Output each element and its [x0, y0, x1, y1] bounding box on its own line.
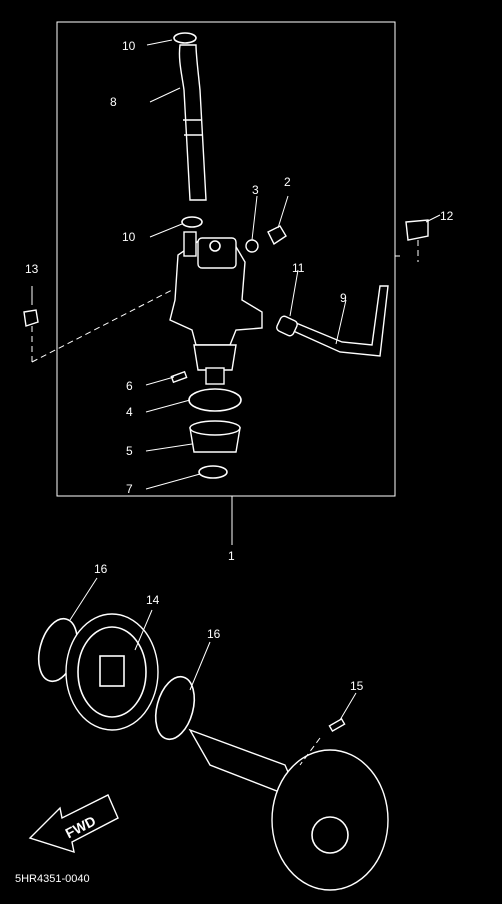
woodruff-key: [328, 717, 346, 733]
callout-10-lower: 10: [122, 230, 136, 244]
cap: [405, 219, 429, 241]
fwd-arrow-icon: [28, 794, 119, 854]
callout-6: 6: [126, 379, 133, 393]
fuel-cock-bowl: [193, 344, 237, 371]
callout-15: 15: [350, 679, 364, 693]
fuel-cock-outlet: [205, 367, 225, 385]
callout-1: 1: [228, 549, 235, 563]
hose-clip-lower: [181, 216, 203, 228]
o-ring: [188, 388, 242, 412]
bolt-leader-angled: [31, 289, 173, 363]
crank-web: [271, 749, 389, 891]
fuel-cock-inlet: [183, 231, 197, 257]
callout-4: 4: [126, 405, 133, 419]
callout-5: 5: [126, 444, 133, 458]
fuel-hose: [178, 44, 207, 201]
screw: [267, 225, 287, 246]
lower-leader-lines: [69, 577, 357, 721]
pump-gear-hub: [99, 655, 125, 687]
callout-14: 14: [146, 593, 160, 607]
pin: [170, 370, 188, 384]
callout-3: 3: [252, 183, 259, 197]
callout-12: 12: [440, 209, 454, 223]
key-leader: [299, 737, 321, 766]
drain-hose: [279, 285, 389, 357]
filter-cup-top: [189, 420, 241, 436]
callout-10-top: 10: [122, 39, 136, 53]
callout-11: 11: [292, 261, 305, 275]
callout-13: 13: [25, 262, 39, 276]
callout-2: 2: [284, 175, 291, 189]
hose-marks: [183, 119, 203, 136]
circlip: [198, 465, 228, 479]
pump-gear: [65, 613, 159, 731]
leader-lines: [31, 39, 441, 490]
callout-7: 7: [126, 482, 133, 496]
assembly-box: [56, 21, 396, 497]
circlip-right: [154, 675, 196, 741]
bolt: [23, 309, 39, 327]
callout-16-right: 16: [207, 627, 221, 641]
hose-clip-top: [173, 32, 197, 44]
fuel-cock-valve: [197, 237, 237, 269]
callout-9: 9: [340, 291, 347, 305]
washer: [245, 239, 259, 253]
crank-pin: [311, 816, 349, 854]
diagram-code: 5HR4351-0040: [15, 873, 90, 885]
callout-16-left: 16: [94, 562, 108, 576]
valve-screw: [209, 240, 221, 252]
pump-gear-ring: [77, 626, 147, 718]
callout-8: 8: [110, 95, 117, 109]
hose-joint: [276, 315, 298, 337]
